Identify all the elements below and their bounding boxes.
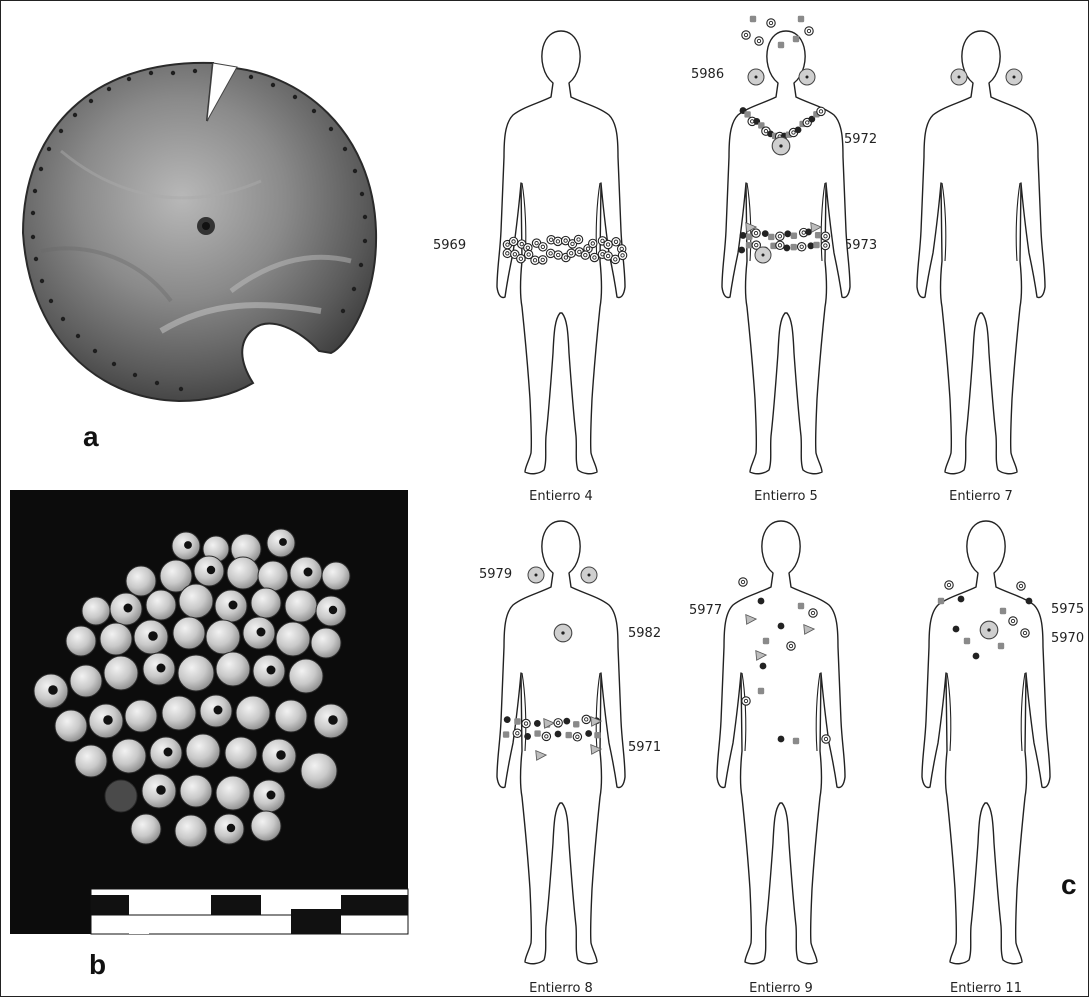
beads-photo (10, 490, 408, 934)
figure-entierro-11 (922, 521, 1050, 964)
figure-entierro-8 (497, 521, 625, 964)
figure-entierro-7 (917, 31, 1045, 474)
burial-figures (497, 16, 1050, 964)
perforated-disc-photo (23, 63, 376, 401)
scale-bar (91, 889, 408, 934)
